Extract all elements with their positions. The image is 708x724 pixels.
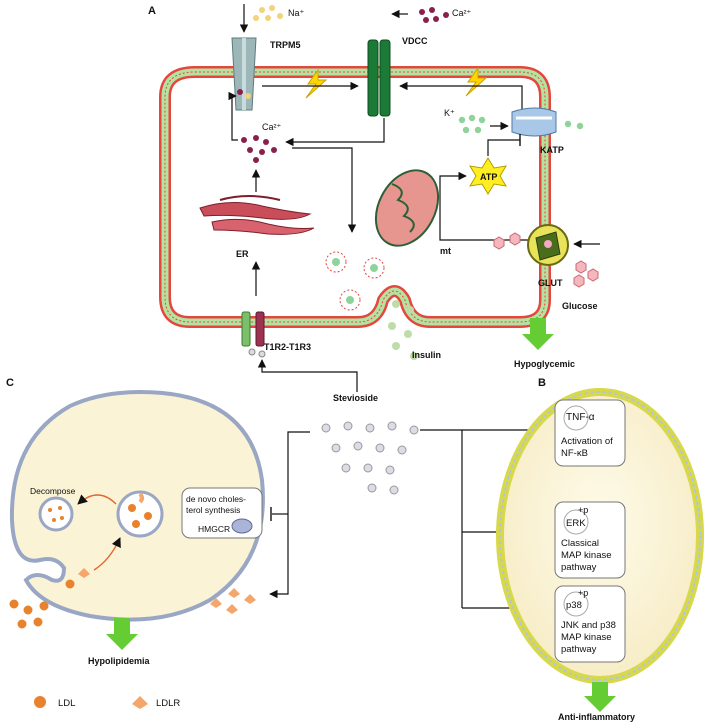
stevioside-to-receptor-arrow bbox=[257, 359, 358, 392]
ca-feedback-arrow bbox=[228, 91, 238, 141]
t1r-label: T1R2-T1R3 bbox=[264, 342, 311, 352]
atp-label: ATP bbox=[480, 172, 497, 182]
panel-a: A Na⁺ TRPM5 VDCC Ca²⁺ bbox=[148, 4, 600, 369]
p38-p-label: +p bbox=[578, 588, 588, 598]
hypolipidemia-label: Hypolipidemia bbox=[88, 656, 151, 666]
ca-to-granule-arrow bbox=[292, 147, 357, 233]
stevioside-molecules bbox=[321, 421, 419, 495]
mitochondrion bbox=[374, 169, 440, 247]
ca-top-ions bbox=[419, 7, 449, 23]
stevioside-center: Stevioside bbox=[257, 359, 552, 615]
legend-ldl-swatch bbox=[34, 696, 46, 708]
panel-c: C Decompose de novo choles- terol synthe… bbox=[6, 377, 265, 709]
atp-star bbox=[469, 157, 507, 195]
vdcc-to-ca-arrow bbox=[285, 118, 385, 147]
hmgcr-label: HMGCR bbox=[198, 524, 230, 534]
vdcc-channel bbox=[367, 39, 391, 117]
k-ions bbox=[458, 114, 584, 134]
k-label: K⁺ bbox=[444, 108, 455, 118]
panel-a-label: A bbox=[148, 5, 156, 17]
erk-line1: Classical bbox=[561, 538, 599, 549]
denovo-line1: de novo choles- bbox=[186, 494, 246, 504]
ca-intracellular-ions bbox=[241, 135, 277, 163]
tnf-label: TNF-α bbox=[566, 412, 595, 423]
endosome bbox=[116, 490, 164, 538]
denovo-box: de novo choles- terol synthesis HMGCR bbox=[181, 487, 263, 539]
endosome-to-lysosome-arrow bbox=[77, 494, 117, 505]
glucose-to-atp-arrow bbox=[439, 171, 540, 241]
nfkb-line1: Activation of bbox=[561, 436, 613, 447]
legend-ldlr-label: LDLR bbox=[156, 698, 180, 709]
legend-ldlr-swatch bbox=[132, 696, 148, 709]
erk-label: ERK bbox=[566, 518, 586, 529]
ldl-particles bbox=[9, 579, 75, 629]
lysosome bbox=[38, 496, 74, 532]
katp-channel bbox=[511, 107, 557, 137]
tnf-box: TNF-α Activation of NF-κB bbox=[554, 399, 626, 467]
panel-b: B TNF-α Activation of NF-κB +p ERK Class… bbox=[496, 377, 704, 722]
denovo-line2: terol synthesis bbox=[186, 505, 240, 515]
p38-box: +p p38 JNK and p38 MAP kinase pathway bbox=[554, 585, 626, 663]
hypoglycemic-arrow bbox=[522, 318, 554, 350]
stevioside-to-ldlr-arrow bbox=[269, 431, 310, 599]
p38-line1: JNK and p38 bbox=[561, 620, 616, 631]
erk-line2: MAP kinase bbox=[561, 550, 612, 561]
na-label: Na⁺ bbox=[288, 8, 305, 18]
lightning-icon bbox=[305, 68, 328, 99]
katp-to-vdcc-arrow bbox=[399, 81, 523, 112]
glut-transporter bbox=[527, 224, 569, 266]
insulin-particles bbox=[388, 300, 418, 360]
insulin-label: Insulin bbox=[412, 350, 441, 360]
legend-ldl-label: LDL bbox=[58, 698, 75, 709]
panel-b-label: B bbox=[538, 377, 546, 389]
er-organelle bbox=[199, 195, 315, 235]
ca-mid-label: Ca²⁺ bbox=[262, 122, 282, 132]
lightning-icon bbox=[465, 66, 488, 97]
stevioside-to-b-line bbox=[420, 429, 463, 608]
decompose-label: Decompose bbox=[30, 486, 76, 496]
p38-line3: pathway bbox=[561, 644, 597, 655]
erk-line3: pathway bbox=[561, 562, 597, 573]
hypoglycemic-label: Hypoglycemic bbox=[514, 359, 575, 369]
panel-c-label: C bbox=[6, 377, 14, 389]
erk-p-label: +p bbox=[578, 505, 588, 515]
anti-inflammatory-arrow bbox=[584, 682, 616, 712]
ca-top-label: Ca²⁺ bbox=[452, 8, 472, 18]
mt-label: mt bbox=[440, 246, 451, 256]
katp-label: KATP bbox=[540, 145, 564, 155]
er-label: ER bbox=[236, 249, 249, 259]
p38-line2: MAP kinase bbox=[561, 632, 612, 643]
uptake-arrow bbox=[93, 537, 121, 571]
beta-cell-membrane bbox=[159, 66, 551, 328]
hypolipidemia-arrow bbox=[106, 618, 138, 650]
ldlr-receptors bbox=[78, 568, 256, 614]
glucose-molecules bbox=[493, 232, 599, 288]
trpm5-channel bbox=[231, 37, 257, 111]
insulin-granules bbox=[325, 251, 385, 311]
t1r2-t1r3-receptor bbox=[241, 311, 266, 358]
p38-label: p38 bbox=[566, 600, 582, 611]
glut-label: GLUT bbox=[538, 278, 563, 288]
vdcc-label: VDCC bbox=[402, 36, 428, 46]
anti-inflammatory-label: Anti-inflammatory bbox=[558, 712, 635, 722]
atp-inhibit-line bbox=[487, 139, 520, 156]
trpm5-label: TRPM5 bbox=[270, 40, 301, 50]
stevioside-label: Stevioside bbox=[333, 393, 378, 403]
glucose-label: Glucose bbox=[562, 301, 598, 311]
erk-box: +p ERK Classical MAP kinase pathway bbox=[554, 501, 626, 579]
na-ions bbox=[253, 5, 283, 21]
legend: LDL LDLR bbox=[34, 696, 180, 709]
nfkb-line2: NF-κB bbox=[561, 448, 588, 459]
